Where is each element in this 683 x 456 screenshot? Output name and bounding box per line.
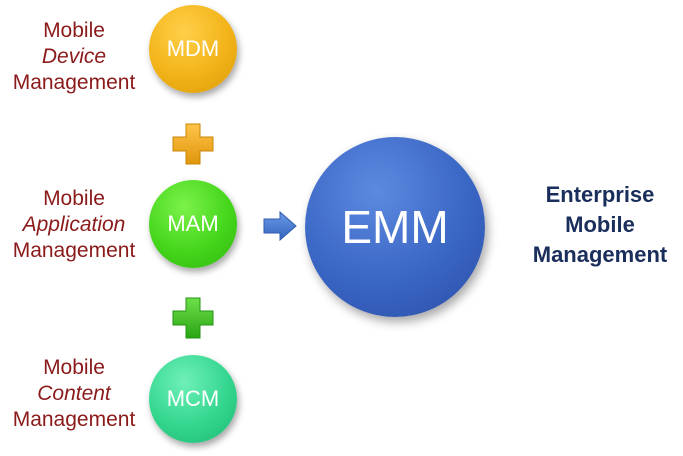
- mdm-label-line1: Mobile: [43, 19, 105, 42]
- mam-label: Mobile Application Management: [4, 186, 144, 264]
- mam-label-line1: Mobile: [43, 187, 105, 210]
- emm-circle: EMM: [305, 137, 485, 317]
- mcm-circle: MCM: [149, 355, 237, 443]
- result-line1: Enterprise: [545, 182, 655, 207]
- mcm-label: Mobile Content Management: [4, 355, 144, 433]
- result-line2: Mobile: [565, 212, 635, 237]
- plus-icon-orange: [171, 122, 215, 166]
- mdm-circle-label: MDM: [166, 36, 220, 61]
- result-line3: Management: [532, 242, 668, 267]
- mcm-label-line1: Mobile: [43, 356, 105, 379]
- plus-icon-green: [171, 296, 215, 340]
- mam-circle: MAM: [149, 180, 237, 268]
- mdm-label: Mobile Device Management: [4, 18, 144, 96]
- mam-label-line2: Application: [22, 213, 126, 236]
- emm-result-label: Enterprise Mobile Management: [520, 180, 680, 270]
- mcm-circle-label: MCM: [166, 386, 220, 411]
- emm-circle-label: EMM: [341, 201, 449, 253]
- mam-circle-label: MAM: [167, 211, 219, 236]
- mcm-label-line3: Management: [12, 408, 136, 431]
- mdm-circle: MDM: [149, 5, 237, 93]
- arrow-right-icon: [262, 210, 298, 242]
- mam-label-line3: Management: [12, 239, 136, 262]
- mdm-label-line2: Device: [41, 45, 107, 68]
- mcm-label-line2: Content: [37, 382, 111, 405]
- mdm-label-line3: Management: [12, 71, 136, 94]
